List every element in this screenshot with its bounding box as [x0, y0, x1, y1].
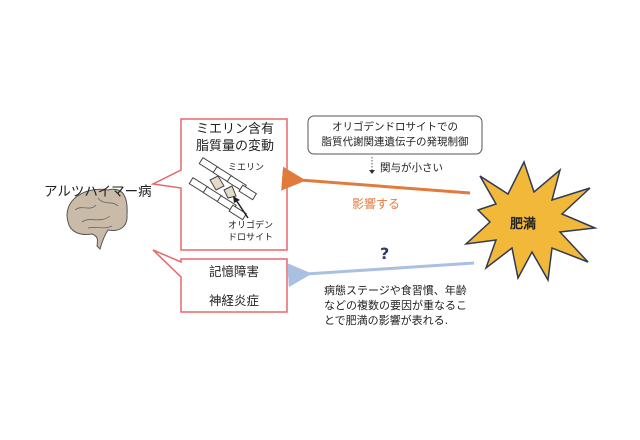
oligo-line2: ドロサイト — [228, 233, 274, 243]
obesity-starburst — [463, 160, 598, 283]
myelin-title-line1: ミエリン含有 — [195, 122, 274, 137]
obesity-label: 肥満 — [510, 217, 537, 232]
oligo-line1: オリゴデン — [228, 221, 274, 231]
gene-line1: オリゴデンドロサイトでの — [332, 121, 458, 133]
brain-icon — [66, 188, 128, 250]
question-mark: ? — [380, 244, 390, 263]
affects-arrow — [281, 166, 471, 195]
uncertain-arrow — [287, 261, 475, 288]
alzheimers-label: アルツハイマー病 — [44, 184, 152, 200]
small-relation-label: 関与が小さい — [380, 162, 443, 174]
myelin-box-title: ミエリン含有 脂質量の変動 — [191, 121, 279, 155]
oligodendrocyte-label: オリゴデン ドロサイト — [228, 220, 273, 244]
gene-box-text: オリゴデンドロサイトでの 脂質代謝関連遺伝子の発現制御 — [308, 120, 482, 150]
gene-regulation-box — [307, 115, 483, 155]
oligo-pointer-arrow — [235, 199, 249, 219]
factors-note: 病態ステージや食習慣、年齢 などの複数の要因が重なるこ とで肥満の影響が表れる. — [324, 283, 467, 328]
neuroinflammation: 神経炎症 — [208, 293, 259, 308]
myelin-label: ミエリン — [228, 163, 265, 173]
note-line1: 病態ステージや食習慣、年齢 — [324, 284, 467, 297]
affects-label: 影響する — [352, 197, 401, 211]
note-line3: とで肥満の影響が表れる. — [324, 314, 449, 327]
myelin-title-line2: 脂質量の変動 — [195, 139, 274, 154]
symptom-callout — [152, 249, 288, 313]
gene-line2: 脂質代謝関連遺伝子の発現制御 — [321, 136, 469, 148]
memory-impairment: 記憶障害 — [208, 264, 259, 279]
myelin-illustration — [188, 156, 258, 221]
note-line2: などの複数の要因が重なるこ — [324, 299, 467, 312]
